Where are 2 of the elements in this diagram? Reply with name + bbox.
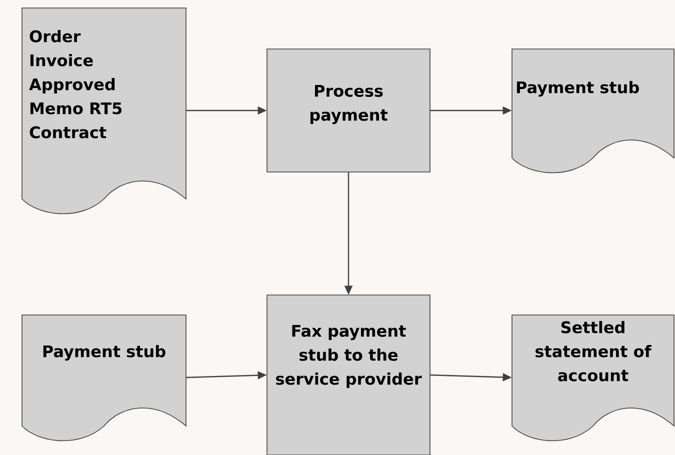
process-box: Fax payment stub to the service provider xyxy=(266,294,430,455)
process-box: Process payment xyxy=(266,48,430,172)
